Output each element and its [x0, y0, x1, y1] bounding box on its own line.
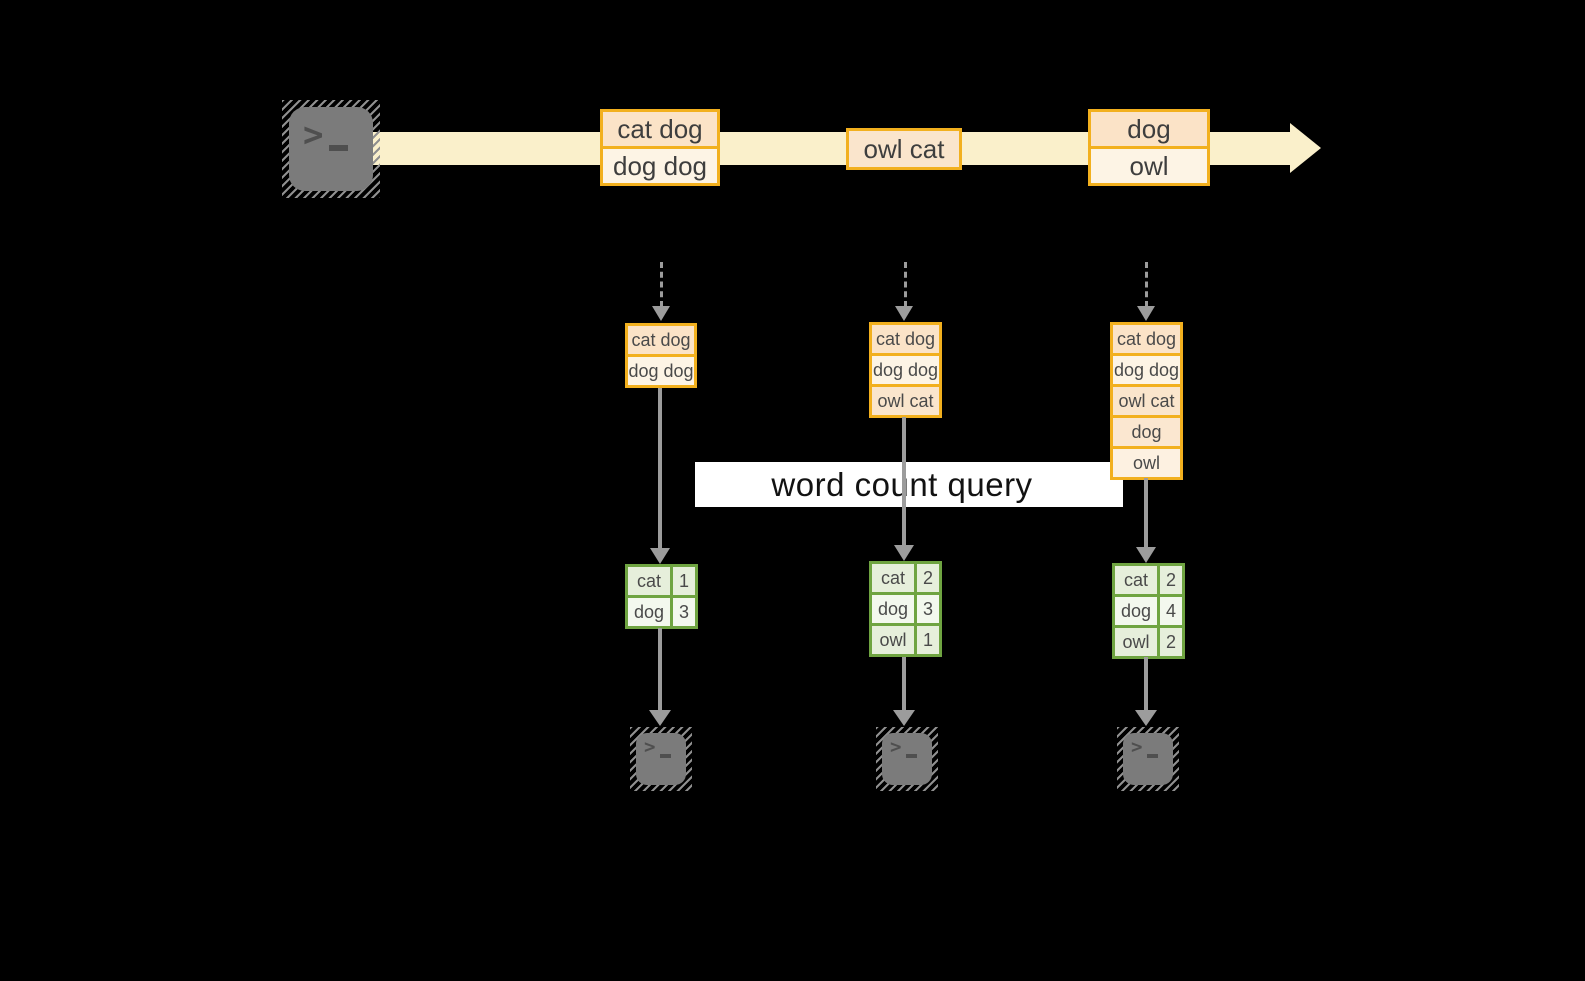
- table-row: cat 2: [872, 564, 939, 592]
- accumulated-stack-2: cat dog dog dog owl cat: [869, 322, 942, 418]
- stack-message: cat dog: [872, 325, 939, 353]
- table-row: dog 4: [1115, 594, 1182, 625]
- stream-message: cat dog: [603, 112, 717, 146]
- source-terminal-icon: >: [282, 100, 380, 198]
- word-cell: owl: [1115, 628, 1157, 656]
- dashed-arrowhead-icon-1: [652, 306, 670, 321]
- terminal-prompt-glyph: >: [303, 115, 324, 155]
- stack-message: dog dog: [628, 354, 694, 385]
- table-row: cat 1: [628, 567, 695, 595]
- terminal-cursor-glyph: [1147, 754, 1158, 758]
- count-cell: 4: [1157, 597, 1182, 625]
- accumulated-stack-3: cat dog dog dog owl cat dog owl: [1110, 322, 1183, 480]
- word-count-table-2: cat 2 dog 3 owl 1: [869, 561, 942, 657]
- terminal-prompt-glyph: >: [890, 736, 902, 758]
- count-cell: 3: [670, 598, 695, 626]
- count-cell: 2: [1157, 566, 1182, 594]
- table-row: cat 2: [1115, 566, 1182, 594]
- stream-timeline-arrowhead-icon: [1290, 123, 1321, 173]
- flow-arrowhead-icon: [894, 545, 914, 561]
- stream-message: owl cat: [849, 131, 959, 167]
- word-cell: dog: [872, 595, 914, 623]
- flow-arrowhead-icon: [893, 710, 915, 726]
- sink-terminal-icon-3: >: [1117, 727, 1179, 791]
- terminal-icon-body: >: [1123, 733, 1173, 785]
- stream-batch-2: owl cat: [846, 128, 962, 170]
- stack-message: cat dog: [1113, 325, 1180, 353]
- stack-message: dog dog: [1113, 353, 1180, 384]
- flow-arrow-line: [902, 417, 906, 545]
- count-cell: 1: [670, 567, 695, 595]
- terminal-cursor-glyph: [660, 754, 671, 758]
- count-cell: 3: [914, 595, 939, 623]
- count-cell: 1: [914, 626, 939, 654]
- dashed-arrowhead-icon-3: [1137, 306, 1155, 321]
- stack-message: owl cat: [1113, 384, 1180, 415]
- terminal-icon-body: >: [882, 733, 932, 785]
- word-cell: owl: [872, 626, 914, 654]
- word-count-table-1: cat 1 dog 3: [625, 564, 698, 629]
- stack-message: owl: [1113, 446, 1180, 477]
- word-cell: cat: [628, 567, 670, 595]
- flow-arrow-line: [1144, 657, 1148, 710]
- table-row: owl 2: [1115, 625, 1182, 656]
- dashed-arrow-line-3: [1145, 262, 1148, 307]
- terminal-icon-body: >: [289, 107, 373, 191]
- terminal-cursor-glyph: [329, 145, 348, 151]
- dashed-arrowhead-icon-2: [895, 306, 913, 321]
- table-row: dog 3: [628, 595, 695, 626]
- stack-message: dog: [1113, 415, 1180, 446]
- flow-arrowhead-icon: [1135, 710, 1157, 726]
- count-cell: 2: [914, 564, 939, 592]
- terminal-icon-body: >: [636, 733, 686, 785]
- dashed-arrow-line-1: [660, 262, 663, 307]
- accumulated-stack-1: cat dog dog dog: [625, 323, 697, 388]
- query-label: word count query: [695, 462, 1123, 507]
- stream-batch-3: dog owl: [1088, 109, 1210, 186]
- flow-arrowhead-icon: [1136, 547, 1156, 563]
- sink-terminal-icon-2: >: [876, 727, 938, 791]
- stream-message: owl: [1091, 146, 1207, 183]
- stream-batch-1: cat dog dog dog: [600, 109, 720, 186]
- table-row: dog 3: [872, 592, 939, 623]
- word-cell: cat: [872, 564, 914, 592]
- stack-message: cat dog: [628, 326, 694, 354]
- stream-message: dog: [1091, 112, 1207, 146]
- flow-arrowhead-icon: [649, 710, 671, 726]
- count-cell: 2: [1157, 628, 1182, 656]
- terminal-prompt-glyph: >: [1131, 736, 1143, 758]
- flow-arrow-line: [902, 657, 906, 710]
- flow-arrow-line: [1144, 478, 1148, 547]
- stack-message: dog dog: [872, 353, 939, 384]
- flow-arrowhead-icon: [650, 548, 670, 564]
- word-count-table-3: cat 2 dog 4 owl 2: [1112, 563, 1185, 659]
- table-row: owl 1: [872, 623, 939, 654]
- stream-message: dog dog: [603, 146, 717, 183]
- word-cell: dog: [1115, 597, 1157, 625]
- flow-arrow-line: [658, 628, 662, 710]
- word-cell: cat: [1115, 566, 1157, 594]
- stack-message: owl cat: [872, 384, 939, 415]
- flow-arrow-line: [658, 388, 662, 548]
- sink-terminal-icon-1: >: [630, 727, 692, 791]
- dashed-arrow-line-2: [904, 262, 907, 307]
- terminal-prompt-glyph: >: [644, 736, 656, 758]
- terminal-cursor-glyph: [906, 754, 917, 758]
- word-cell: dog: [628, 598, 670, 626]
